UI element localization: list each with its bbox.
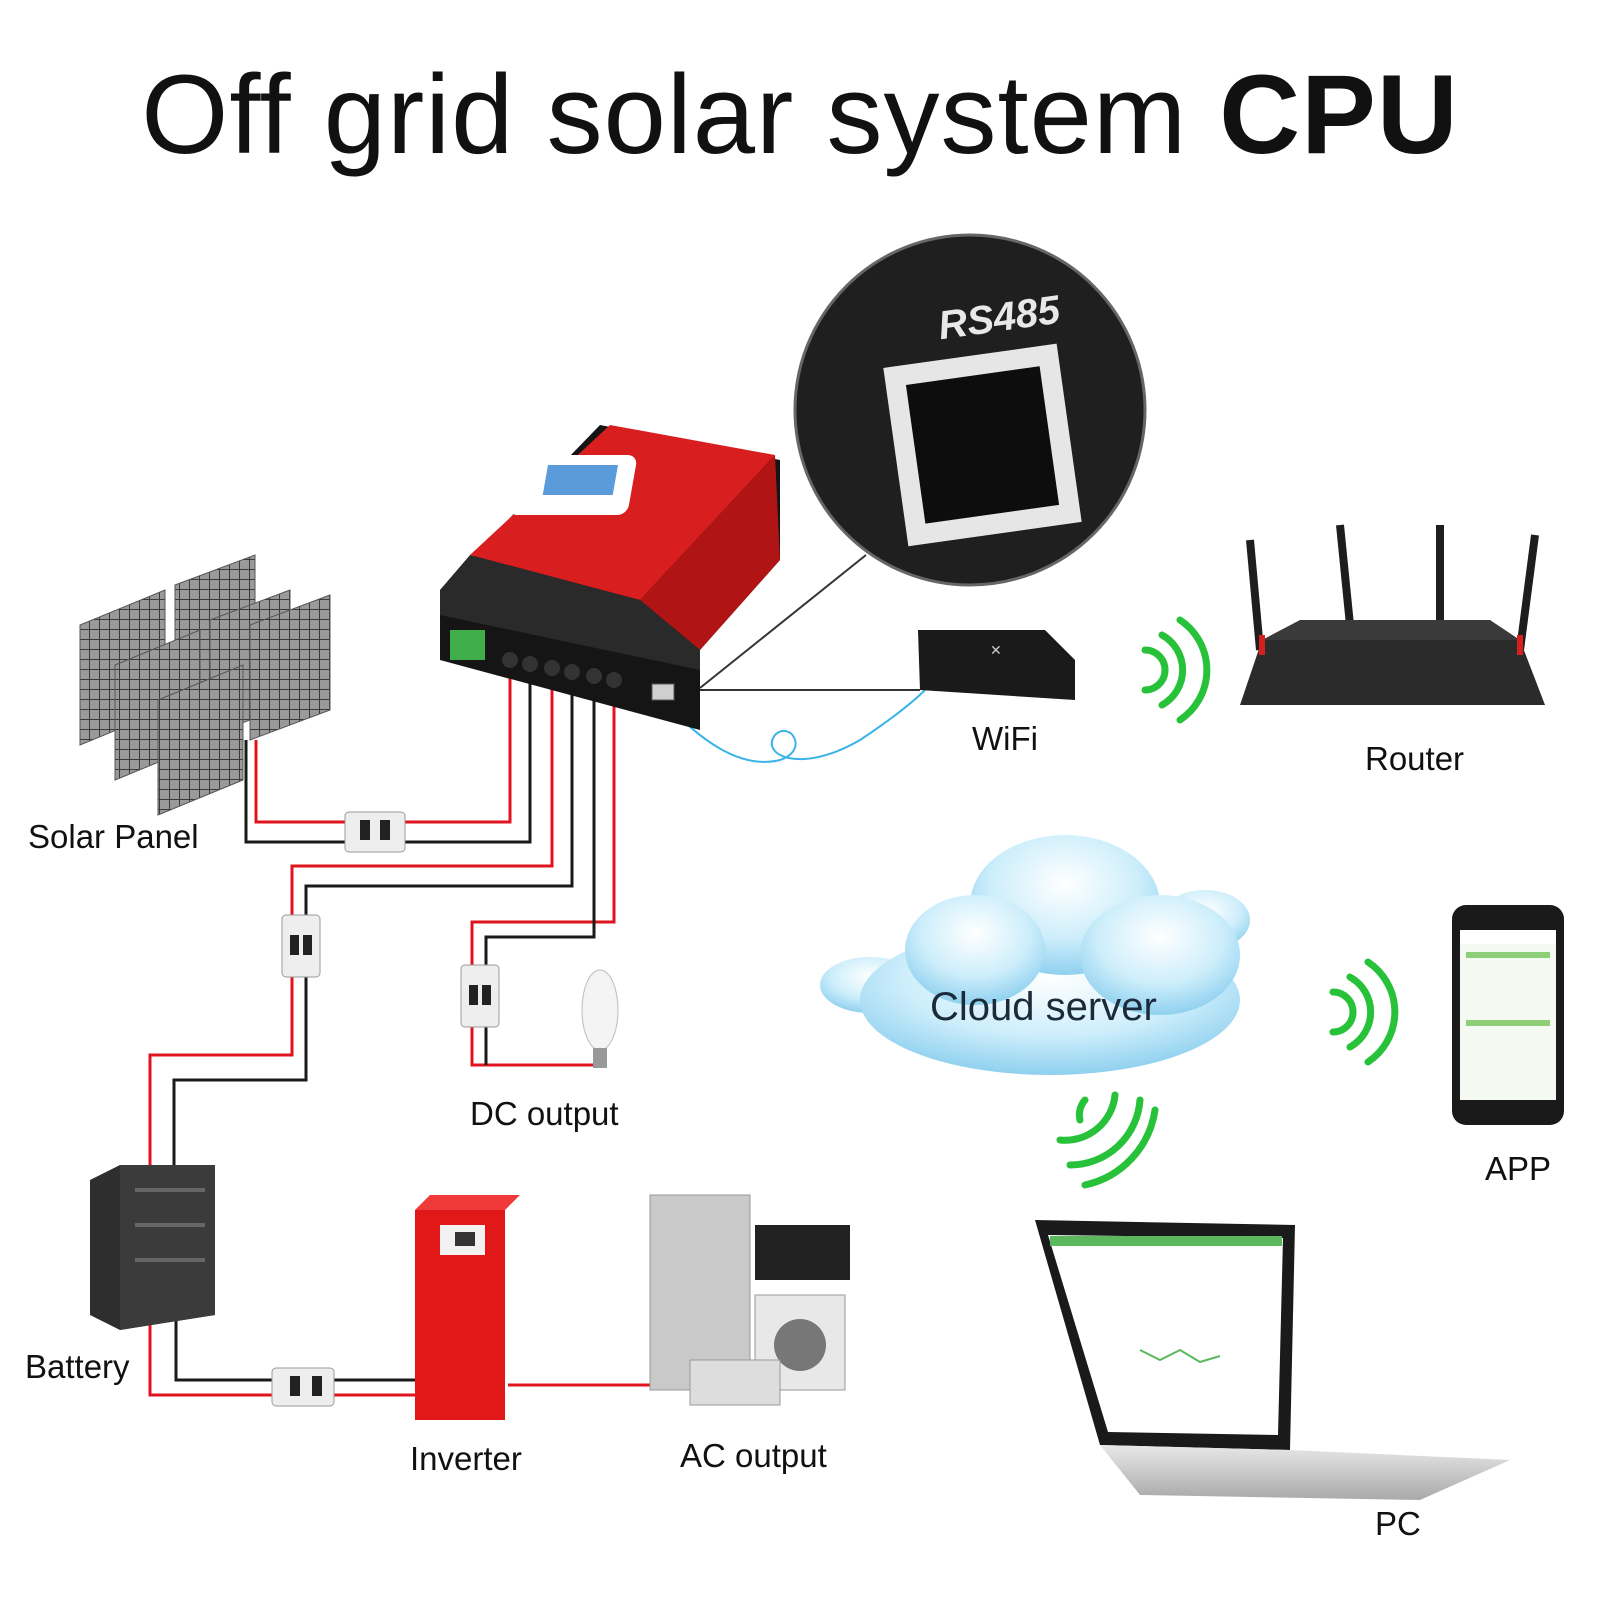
inverter-unit (415, 1195, 520, 1420)
rs485-callout (793, 233, 1147, 587)
svg-text:✕: ✕ (990, 643, 1002, 659)
battery-cabinet (90, 1165, 215, 1330)
wire-load-positive (470, 665, 616, 1067)
wire-bat-negative (172, 665, 574, 1170)
solar-panel-array (79, 554, 331, 816)
ac-output-label: AC output (680, 1437, 827, 1474)
pc-label: PC (1375, 1505, 1421, 1542)
laptop (1035, 1220, 1510, 1500)
app-label: APP (1485, 1150, 1552, 1187)
breaker-pv (344, 811, 406, 853)
wifi-label: WiFi (972, 720, 1038, 757)
cloud-server-shape (820, 835, 1250, 1075)
breaker-battery (281, 914, 321, 978)
title-main: Off grid solar system (141, 52, 1188, 177)
page-title: Off grid solar system CPU (0, 50, 1600, 179)
signal-wifi-router (1141, 616, 1211, 724)
title-strong: CPU (1219, 52, 1459, 177)
breaker-inverter (271, 1367, 335, 1407)
wifi-cable (661, 689, 926, 763)
dc-output-label: DC output (470, 1095, 619, 1132)
signal-cloud-pc (1056, 1091, 1159, 1189)
wifi-module: ✕ (918, 630, 1075, 700)
inverter-label: Inverter (410, 1440, 522, 1477)
dc-bulb (581, 969, 619, 1068)
breaker-dc-load (460, 964, 500, 1028)
router-label: Router (1365, 740, 1465, 777)
signal-cloud-app (1329, 958, 1399, 1066)
ac-appliances (649, 1194, 850, 1406)
callout-line (699, 554, 867, 689)
battery-label: Battery (25, 1348, 130, 1385)
controller-terminals (502, 652, 622, 688)
solar-panel-label: Solar Panel (28, 818, 199, 855)
router (1240, 524, 1545, 705)
charge-controller (440, 425, 780, 730)
smartphone (1452, 905, 1564, 1125)
cloud-server-label: Cloud server (930, 985, 1157, 1029)
wire-inv-negative (174, 1315, 415, 1382)
